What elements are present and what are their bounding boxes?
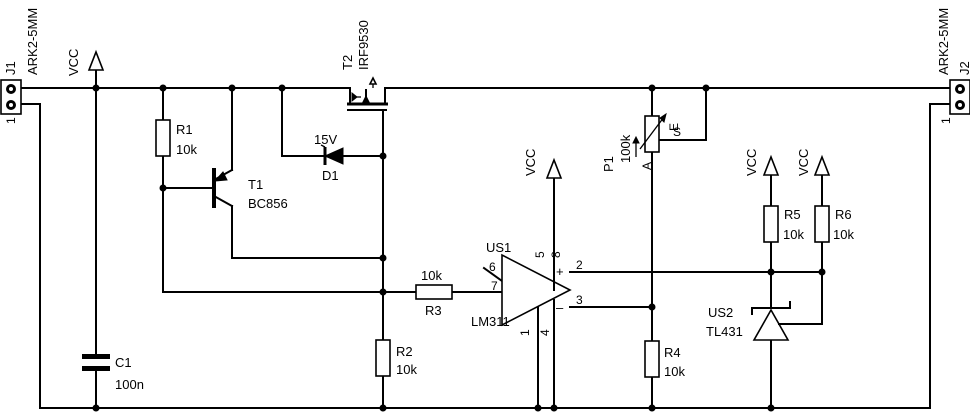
transistor-t1: T1 BC856 [212, 168, 288, 211]
resistor-r4: R4 10k [644, 340, 685, 379]
c1-ref: C1 [115, 355, 132, 370]
reference-us2: US2 TL431 [706, 301, 791, 341]
us1-pin4: 4 [538, 329, 552, 336]
t2-ref: T2 [340, 55, 355, 70]
r5-ref: R5 [784, 207, 801, 222]
r2-ref: R2 [396, 344, 413, 359]
us1-pin5: 5 [533, 251, 547, 258]
vcc-main-label: VCC [66, 49, 81, 76]
j2-pin1: 1 [939, 117, 953, 124]
r6-ref: R6 [835, 207, 852, 222]
us1-pin8: 8 [549, 251, 563, 258]
potentiometer-p1: P1 100k E S A [601, 112, 681, 172]
vcc-r5-symbol: VCC [744, 149, 780, 176]
resistor-r2: R2 10k [375, 339, 417, 377]
p1-pin-a: A [640, 162, 654, 170]
junction-dots [92, 84, 826, 412]
d1-ref: D1 [322, 168, 339, 183]
capacitor-c1: C1 100n [82, 354, 144, 392]
vcc-r5-label: VCC [744, 149, 759, 176]
us1-pin6: 6 [489, 260, 496, 274]
resistor-r6: R6 10k [814, 205, 854, 243]
j1-ref: J1 [3, 61, 18, 75]
zener-diode-d1: 15V D1 [314, 132, 344, 183]
vcc-main-symbol: VCC [66, 49, 105, 89]
r3-value: 10k [421, 268, 442, 283]
connector-j2: ARK2-5MM J2 1 [936, 8, 970, 124]
us2-value: TL431 [706, 324, 743, 339]
resistor-r1: R1 10k [155, 119, 197, 157]
us1-pin2: 2 [576, 258, 583, 272]
mosfet-t2: T2 IRF9530 [340, 20, 388, 113]
p1-value: 100k [618, 134, 633, 163]
us1-plus-sign: + [556, 264, 564, 279]
r4-value: 10k [664, 364, 685, 379]
us1-pin3: 3 [576, 293, 583, 307]
connector-j1: J1 ARK2-5MM 1 [0, 8, 40, 124]
comparator-us1: US1 LM311 5 8 6 7 2 3 1 4 + – [471, 240, 583, 336]
p1-ref: P1 [601, 156, 616, 172]
t1-ref: T1 [248, 177, 263, 192]
r4-ref: R4 [664, 345, 681, 360]
p1-direction-arrow-icon [632, 135, 640, 157]
j1-pin1: 1 [4, 117, 18, 124]
r2-value: 10k [396, 362, 417, 377]
resistor-r3: 10k R3 [415, 268, 453, 318]
j1-value: ARK2-5MM [25, 8, 40, 75]
vcc-r6-symbol: VCC [796, 149, 831, 176]
p1-pin-e: E [667, 123, 681, 131]
vcc-us1-symbol: VCC [523, 149, 563, 179]
r1-ref: R1 [176, 122, 193, 137]
us1-value: LM311 [471, 314, 510, 329]
us1-minus-sign: – [556, 300, 564, 315]
us2-ref: US2 [708, 305, 733, 320]
vcc-us1-label: VCC [523, 149, 538, 176]
vcc-r6-label: VCC [796, 149, 811, 176]
resistor-r5: R5 10k [763, 205, 804, 243]
r3-ref: R3 [425, 303, 442, 318]
us1-pin1: 1 [518, 329, 532, 336]
r6-value: 10k [833, 227, 854, 242]
j2-value: ARK2-5MM [936, 8, 951, 75]
p1-pin-s: S [673, 125, 681, 139]
c1-value: 100n [115, 377, 144, 392]
d1-value: 15V [314, 132, 337, 147]
us1-ref: US1 [486, 240, 511, 255]
j2-ref: J2 [957, 61, 970, 75]
t2-value: IRF9530 [356, 20, 371, 70]
r1-value: 10k [176, 142, 197, 157]
us1-pin7: 7 [491, 279, 498, 293]
t1-value: BC856 [248, 196, 288, 211]
r5-value: 10k [783, 227, 804, 242]
